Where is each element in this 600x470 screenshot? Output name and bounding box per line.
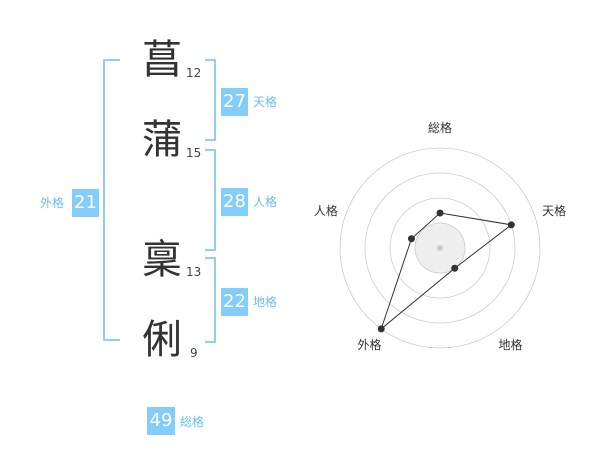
- gaikaku-label: 外格: [40, 196, 65, 210]
- chikaku-badge: 22: [221, 288, 248, 316]
- kakusu-brackets: [103, 59, 216, 343]
- radar-axis-label: 外格: [357, 337, 381, 352]
- stroke-count-1: 12: [186, 66, 202, 80]
- name-char-2: 蒲: [142, 117, 182, 163]
- soukaku-badge: 49: [147, 407, 175, 435]
- radar-ring: [364, 172, 516, 324]
- jinkaku-badge: 28: [221, 188, 248, 216]
- gaikaku-badge: 21: [72, 189, 99, 217]
- radar-axis-label: 人格: [314, 203, 338, 218]
- soukaku-label: 総格: [180, 415, 205, 429]
- radar-axis-label: 地格: [499, 337, 523, 352]
- radar-axis-label: 天格: [542, 203, 566, 218]
- name-char-4: 俐: [142, 317, 182, 363]
- radar-polygon: [380, 212, 513, 331]
- radar-ring: [414, 222, 466, 274]
- radar-shape: [377, 209, 515, 333]
- name-char-3: 稟: [142, 237, 182, 283]
- chikaku-label: 地格: [253, 295, 278, 309]
- radar-axis-label: 総格: [428, 120, 452, 135]
- radar-ring: [389, 197, 491, 299]
- radar-center-dot: [437, 245, 443, 251]
- radar-point: [377, 325, 385, 333]
- tenkaku-badge: 27: [221, 88, 248, 116]
- radar-point: [407, 235, 415, 243]
- tenkaku-label: 天格: [253, 95, 278, 109]
- radar-ring: [339, 147, 541, 349]
- radar-point: [451, 264, 459, 272]
- radar-rings: [339, 147, 541, 349]
- name-char-1: 菖: [142, 37, 182, 83]
- stroke-count-3: 13: [186, 265, 202, 279]
- radar-point: [507, 221, 515, 229]
- stroke-count-2: 15: [186, 146, 202, 160]
- jinkaku-label: 人格: [253, 195, 278, 209]
- stroke-count-4: 9: [190, 346, 198, 360]
- radar-point: [436, 209, 444, 217]
